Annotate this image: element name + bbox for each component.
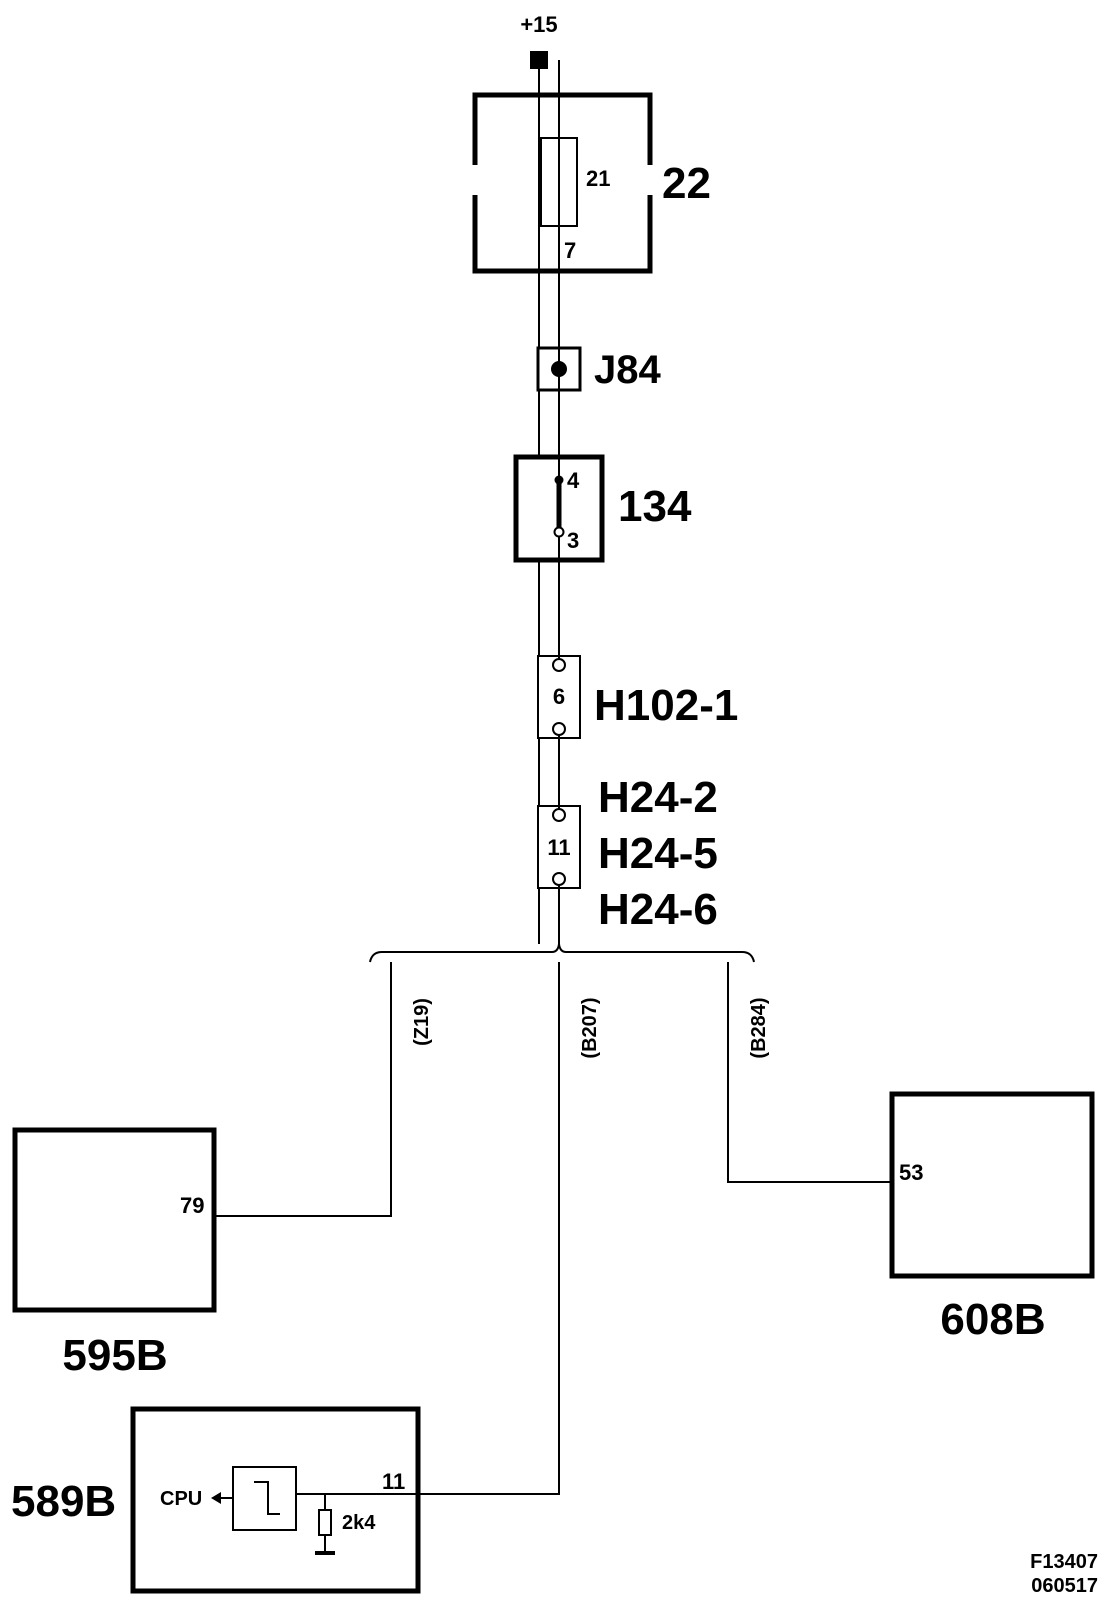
- ecu-595b-id: 595B: [62, 1331, 167, 1380]
- connector-2-id-a: H24-2: [598, 773, 718, 822]
- branch-wire-b207: [420, 962, 560, 1495]
- fuse-pin: 7: [564, 238, 576, 263]
- ecu-608b-pin: 53: [899, 1160, 923, 1185]
- switch-pin-top: 4: [567, 468, 580, 493]
- connector-2-id-b: H24-5: [598, 829, 718, 878]
- connector-1-pin: 6: [553, 684, 565, 709]
- connector-2-id-c: H24-6: [598, 885, 718, 934]
- ecu-589b-id: 589B: [11, 1477, 116, 1526]
- branch-wire-b284: [727, 962, 892, 1183]
- switch-box-id: 134: [618, 482, 692, 531]
- ecu-595b: 79 595B: [12, 1127, 217, 1380]
- ecu-589b-pin: 11: [382, 1469, 405, 1494]
- cpu-label: CPU: [160, 1488, 202, 1510]
- resistor-value: 2k4: [342, 1512, 376, 1534]
- junction-j84: J84: [536, 346, 661, 392]
- fuse-box-22: 21 7 22: [472, 92, 711, 274]
- connector-1-id: H102-1: [594, 681, 738, 730]
- ecu-608b-id: 608B: [940, 1295, 1045, 1344]
- switch-pin-bottom: 3: [567, 528, 579, 553]
- supply-label: +15: [520, 12, 557, 37]
- wire-label-b207: (B207): [579, 997, 601, 1058]
- branch-wire-z19: [212, 962, 392, 1217]
- schmitt-trigger: [232, 1466, 297, 1531]
- ecu-595b-pin: 79: [180, 1193, 204, 1218]
- ecu-608b: 53 608B: [889, 1091, 1095, 1344]
- connector-h24: 11 H24-2 H24-5 H24-6: [537, 773, 718, 934]
- connector-h102-1: 6 H102-1: [537, 655, 738, 739]
- fuse-box-id: 22: [662, 159, 711, 208]
- fuse-number: 21: [586, 166, 610, 191]
- switch-box-134: 4 3 134: [513, 454, 692, 563]
- splice-brace: [369, 943, 755, 963]
- resistor-symbol: [318, 1509, 332, 1536]
- wire-label-b284: (B284): [748, 997, 770, 1058]
- connector-2-pin: 11: [547, 835, 570, 860]
- ecu-589b: 589B 11 CPU 2k4: [11, 1406, 421, 1594]
- figure-ref-line1: F13407: [1030, 1551, 1098, 1573]
- junction-id: J84: [594, 348, 661, 392]
- cpu-arrow-icon: [211, 1492, 221, 1504]
- figure-ref-line2: 060517: [1031, 1575, 1098, 1597]
- junction-dot: [551, 361, 567, 377]
- wire-label-z19: (Z19): [411, 998, 433, 1046]
